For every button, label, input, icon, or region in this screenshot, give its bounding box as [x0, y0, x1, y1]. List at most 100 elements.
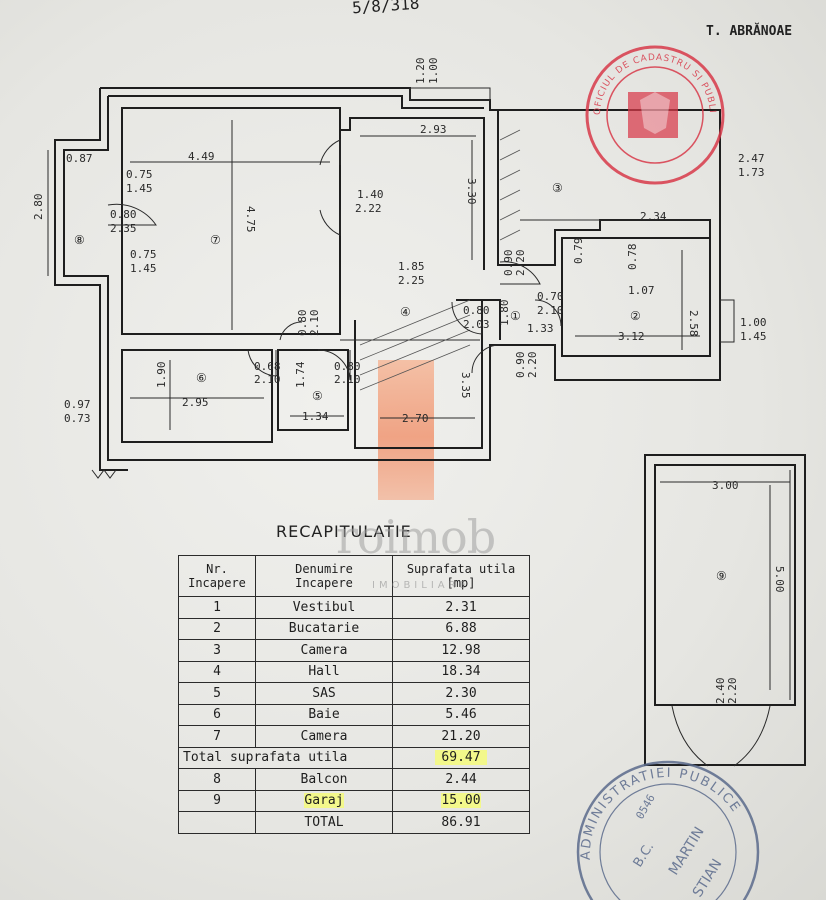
room-1-label: ①	[510, 309, 521, 323]
dim-1-45-top: 1.45	[126, 182, 153, 195]
garage-name-highlight: Garaj	[304, 793, 344, 809]
dim-3-12: 3.12	[618, 330, 645, 343]
dim-1-45-side: 1.45	[740, 330, 767, 343]
dim-1-40: 1.40	[357, 188, 384, 201]
dim-1-73: 1.73	[738, 166, 765, 179]
dim-0-80-hall2: 0.80	[334, 360, 361, 373]
dim-0-90-bottom: 0.90	[514, 352, 527, 379]
dim-2-10-hall2: 2.10	[334, 373, 361, 386]
garage-area-highlight: 15.00	[441, 793, 481, 809]
room-7-label: ⑦	[210, 233, 221, 247]
total-value: 86.91	[392, 811, 530, 834]
dim-0-97: 0.97	[64, 398, 91, 411]
logo-subtext: IMOBILIARE	[372, 580, 470, 591]
room-8-label: ⑧	[74, 233, 85, 247]
room-3-hatching	[359, 129, 521, 391]
room-labels: ① ② ③ ④ ⑤ ⑥ ⑦ ⑧ ⑨	[74, 181, 727, 583]
logo-text: roimob	[336, 510, 496, 564]
dim-1-80: 1.80	[498, 300, 511, 327]
dim-2-40: 2.40	[714, 678, 727, 705]
dim-1-33: 1.33	[527, 322, 554, 335]
dim-0-75-bottom: 0.75	[130, 248, 157, 261]
dim-1-34: 1.34	[302, 410, 329, 423]
dim-2-25: 2.25	[398, 274, 425, 287]
dim-0-68: 0.68	[254, 360, 281, 373]
room-3-label: ③	[552, 181, 563, 195]
dim-0-78: 0.78	[626, 244, 639, 271]
blue-stamp-line-2: MARTIN	[666, 824, 708, 878]
dim-2-22: 2.22	[355, 202, 382, 215]
dim-2-10-bath: 2.10	[254, 373, 281, 386]
dim-1-00: 1.00	[427, 58, 440, 85]
dim-2-20-bottom: 2.20	[526, 352, 539, 379]
dim-1-00-side: 1.00	[740, 316, 767, 329]
total-label: TOTAL	[255, 811, 393, 834]
blue-stamp: ADMINISTRATIEI PUBLICE 0546 B.C. MARTIN …	[576, 760, 760, 900]
room-2-label: ②	[630, 309, 641, 323]
room-6-label: ⑥	[196, 371, 207, 385]
dim-1-90: 1.90	[155, 362, 168, 389]
dim-2-35: 2.35	[110, 222, 137, 235]
dim-2-70: 2.70	[402, 412, 429, 425]
dim-2-34: 2.34	[640, 210, 667, 223]
dim-5-00: 5.00	[773, 566, 786, 593]
dim-3-00: 3.00	[712, 479, 739, 492]
garage	[644, 454, 806, 767]
dim-2-93: 2.93	[420, 123, 447, 136]
dim-2-10-sas: 2.10	[308, 310, 321, 337]
blue-stamp-line-1: B.C.	[631, 840, 658, 870]
dim-1-85: 1.85	[398, 260, 425, 273]
blue-stamp-code: 0546	[633, 792, 658, 821]
dimension-lines	[47, 120, 771, 690]
dim-2-10-kitchen: 2.10	[537, 304, 564, 317]
author-name: T. ABRĂNOAE	[706, 24, 793, 39]
dim-0-80-door: 0.80	[110, 208, 137, 221]
total-util-value: 69.47	[392, 746, 530, 769]
dim-3-30: 3.30	[465, 178, 478, 205]
dim-2-95: 2.95	[182, 396, 209, 409]
dim-1-45-bottom: 1.45	[130, 262, 157, 275]
dim-2-58: 2.58	[687, 310, 700, 337]
room-5-label: ⑤	[312, 389, 323, 403]
blue-stamp-text: ADMINISTRATIEI PUBLICE	[579, 766, 742, 860]
room-4-label: ④	[400, 305, 411, 319]
dim-0-75-top: 0.75	[126, 168, 153, 181]
dim-2-80: 2.80	[32, 194, 45, 221]
dim-4-75: 4.75	[244, 206, 257, 233]
dim-0-79: 0.79	[572, 238, 585, 265]
outer-walls	[54, 87, 735, 479]
recap-title: RECAPITULATIE	[276, 522, 412, 541]
dimension-labels: 0.87 4.49 2.80 0.75 1.45 0.80 2.35 4.75 …	[32, 58, 786, 705]
dim-1-74: 1.74	[294, 361, 307, 388]
header-nr: Nr.Incapere	[178, 555, 256, 597]
dim-0-70: 0.70	[537, 290, 564, 303]
total-util-label: Total suprafata utila	[178, 746, 393, 769]
dim-0-90-top: 0.90	[502, 250, 515, 277]
room-9-label: ⑨	[716, 569, 727, 583]
dim-2-20-garage: 2.20	[726, 678, 739, 705]
blue-stamp-line-3: STIAN	[690, 856, 726, 900]
logo-watermark-bar	[378, 360, 434, 500]
doors	[107, 139, 562, 381]
dim-2-47: 2.47	[738, 152, 765, 165]
dim-0-87: 0.87	[66, 152, 93, 165]
dim-3-35: 3.35	[459, 372, 472, 399]
roimob-logo: roimob IMOBILIARE	[336, 492, 516, 612]
svg-text:ADMINISTRATIEI PUBLICE: ADMINISTRATIEI PUBLICE	[579, 766, 744, 860]
dim-2-20-top: 2.20	[514, 250, 527, 277]
dim-1-20: 1.20	[414, 58, 427, 85]
